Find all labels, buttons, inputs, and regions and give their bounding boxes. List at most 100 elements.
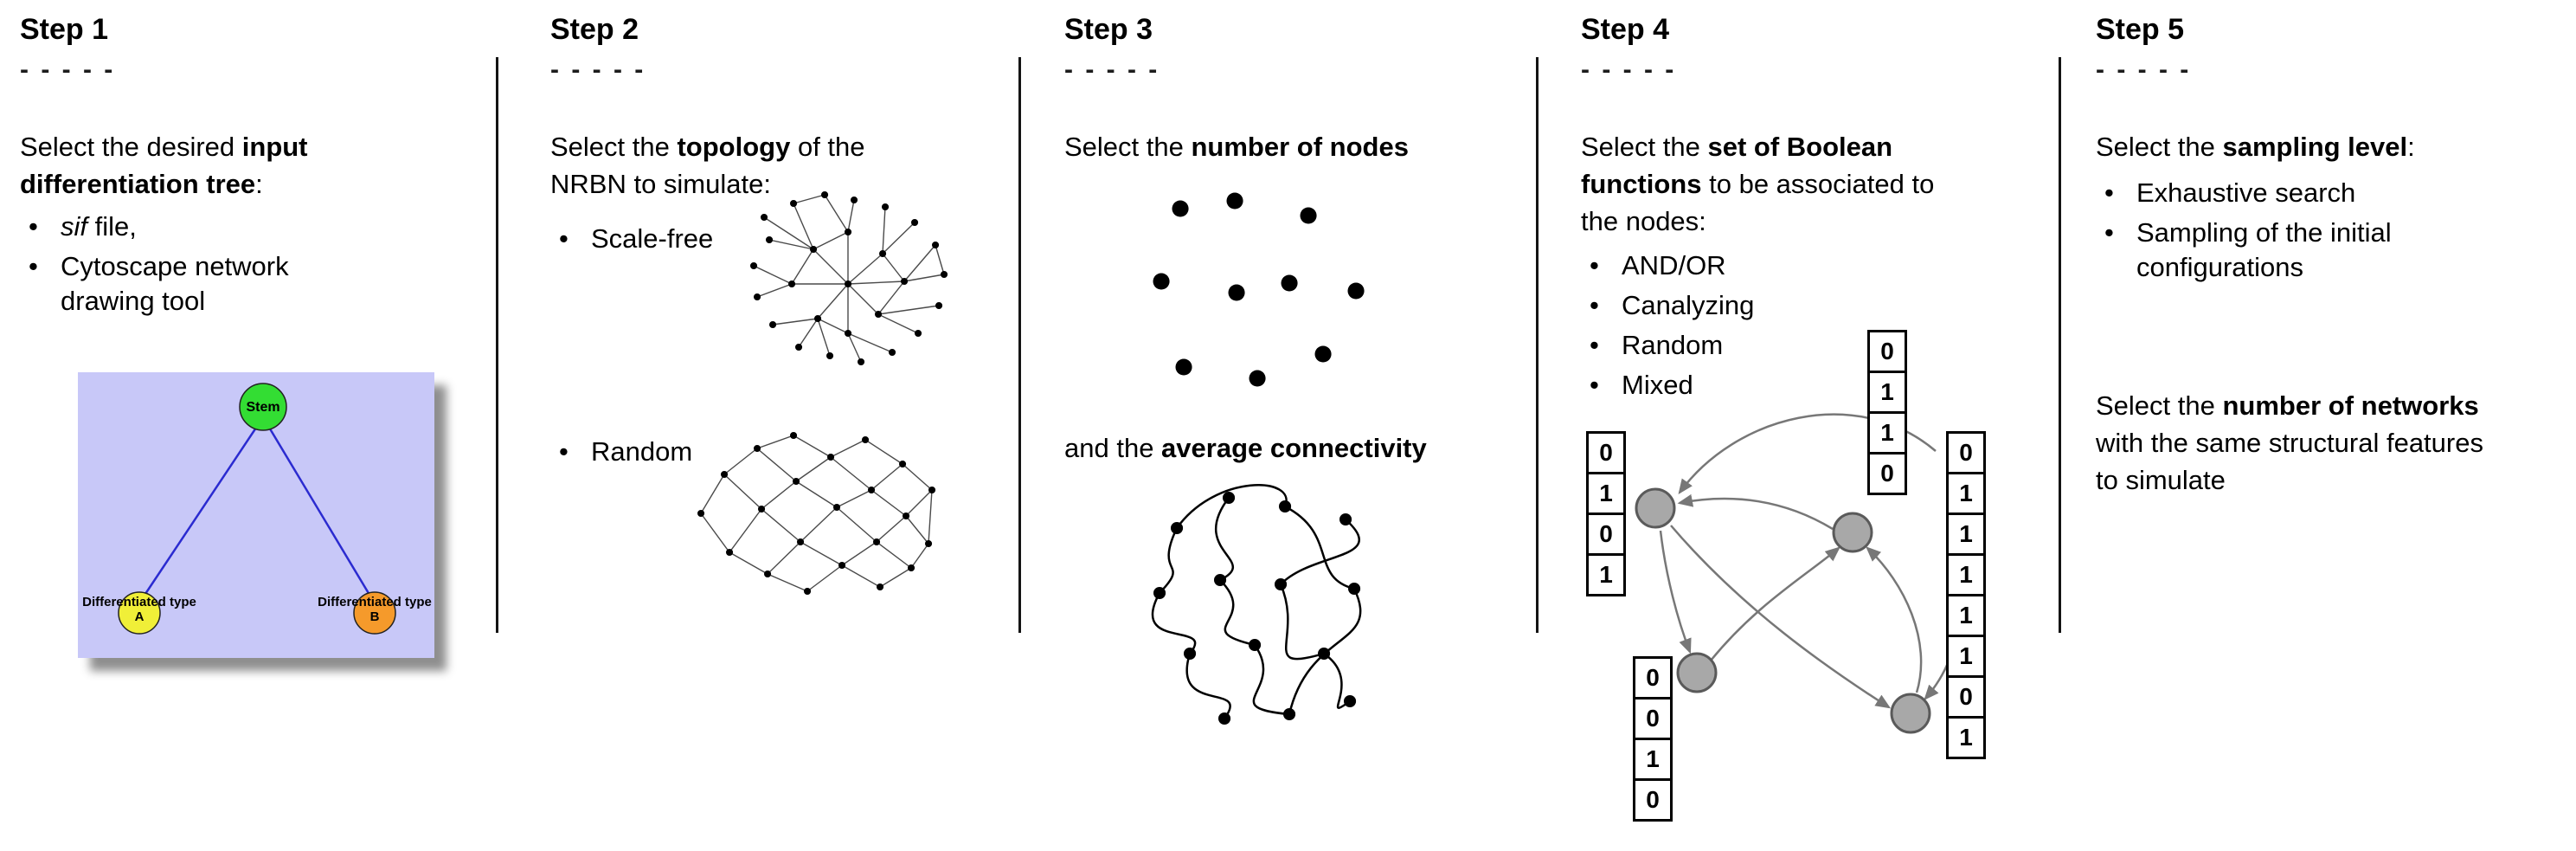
scale-free-nodes [750,191,948,365]
truth-table-cell: 0 [1946,431,1986,474]
bullet-canalyzing: Canalyzing [1581,288,2052,323]
step-1-panel: Step 1 - - - - - Select the desired inpu… [20,0,479,851]
text-run: Scale-free [591,223,714,254]
column-divider [496,57,498,633]
bullet-and-or: AND/OR [1581,248,2052,283]
truth-table-cell: 1 [1946,635,1986,678]
truth-table-cell: 1 [1946,472,1986,515]
step-2-intro: Select the topology of the NRBN to simul… [550,128,931,203]
bullet-scale-free: Scale-free [550,222,1009,256]
truth-table-cell: 1 [1946,553,1986,596]
bullet-mixed: Mixed [1581,368,2052,403]
step-5-networks: Select the number of networks with the s… [2096,387,2487,499]
truth-table-cell: 1 [1867,371,1907,414]
truth-table-cell: 0 [1633,697,1673,740]
type-b-label: Differentiated type B [318,595,432,624]
step-3-line-1: Select the number of nodes [1064,128,1536,165]
truth-table-cell: 0 [1867,330,1907,373]
type-a-node [118,591,161,635]
scale-free-network-illustration [750,191,948,365]
truth-table-cell: 0 [1586,431,1626,474]
step-2-separator: - - - - - [550,55,646,84]
text-run: Exhaustive search [2136,177,2356,208]
text-run-italic: sif [61,211,87,242]
text-run-bold: average connectivity [1161,433,1427,463]
step-5-intro: Select the sampling level: [2096,128,2572,165]
text-run-bold: number of networks [2222,390,2479,421]
truth-table-cell: 0 [1867,452,1907,495]
step-1-intro: Select the desired input differentiation… [20,128,444,203]
text-run: Canalyzing [1622,290,1755,320]
text-run-bold: set of Boolean functions [1581,132,1893,199]
tree-edge-b [261,416,374,600]
text-run: Mixed [1622,370,1693,400]
step-2-title: Step 2 [550,13,639,46]
truth-table-cell: 0 [1586,513,1626,556]
random-network-illustration [697,432,936,595]
text-run: Select the [2096,132,2223,162]
step-2-panel: Step 2 - - - - - Select the topology of … [550,0,1009,851]
boolean-node-c [1676,652,1718,693]
truth-table-cell: 0 [1633,778,1673,822]
text-run: Select the [1581,132,1708,162]
text-run: Sampling of the initial configurations [2136,217,2392,282]
type-b-node [353,591,396,635]
text-run: Select the [550,132,678,162]
step-3-title: Step 3 [1064,13,1153,46]
bullet-exhaustive-search: Exhaustive search [2096,176,2572,210]
text-run: Cytoscape network drawing tool [61,251,289,316]
step-3-line-2: and the average connectivity [1064,429,1536,467]
truth-table-cell: 1 [1586,472,1626,515]
step-3-panel: Step 3 - - - - - Select the number of no… [1064,0,1536,851]
differentiation-tree-svg [78,372,434,658]
text-run: Random [591,436,693,467]
step-3-separator: - - - - - [1064,55,1160,84]
bullet-sampling-initial: Sampling of the initial configurations [2096,216,2572,285]
boolean-node-b [1832,512,1873,553]
step-1-title: Step 1 [20,13,109,46]
truth-table-cell: 1 [1867,411,1907,455]
truth-table-cell: 0 [1946,675,1986,719]
boolean-node-a [1635,487,1676,529]
column-divider [1018,57,1021,633]
bullet-sif-file: sif file, [20,210,479,244]
scale-free-edges [753,194,945,363]
text-run: Select the [1064,132,1192,162]
step-4-panel: Step 4 - - - - - Select the set of Boole… [1581,0,2052,851]
step-4-title: Step 4 [1581,13,1670,46]
text-run: Random [1622,330,1724,360]
stem-node [239,383,287,431]
boolean-node-d [1890,693,1931,734]
truth-table-cell: 1 [1586,553,1626,596]
step-1-separator: - - - - - [20,55,116,84]
text-run-bold: input differentiation tree [20,132,308,199]
random-nodes [697,432,936,595]
connectivity-dots [1153,492,1361,725]
scattered-dots [1153,192,1365,387]
differentiation-tree-illustration: Stem Differentiated type A Differentiate… [78,372,434,658]
text-run: : [255,169,263,199]
tree-edge-a [140,416,265,600]
bullet-cytoscape: Cytoscape network drawing tool [20,249,479,319]
connectivity-edges [1151,484,1362,719]
bullet-random: Random [550,435,1009,469]
text-run: of the NRBN to simulate: [550,132,865,199]
truth-table-cell: 1 [1946,513,1986,556]
truth-table-cell: 0 [1633,656,1673,699]
text-run: file, [87,211,137,242]
step-5-panel: Step 5 - - - - - Select the sampling lev… [2096,0,2572,851]
text-run: with the same structural features to sim… [2096,428,2483,495]
random-edges [700,435,933,592]
step-4-separator: - - - - - [1581,55,1677,84]
bullet-random-functions: Random [1581,328,2052,363]
column-divider [1536,57,1539,633]
scattered-nodes-illustration [1153,192,1365,387]
text-run: to be associated to the nodes: [1581,169,1935,236]
text-run: : [2407,132,2415,162]
